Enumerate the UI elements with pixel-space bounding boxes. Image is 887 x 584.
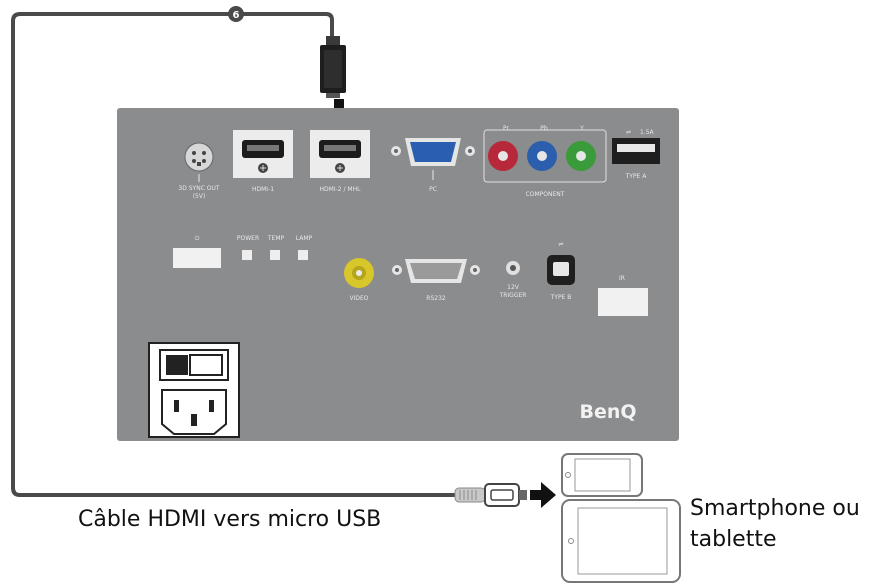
usb-current-label: 1.5A: [640, 129, 655, 136]
hdmi1-label: HDMI-1: [252, 186, 274, 193]
rs232-label: RS232: [426, 295, 446, 302]
ir-receiver: IR: [598, 275, 648, 316]
video-label: VIDEO: [349, 295, 368, 302]
device-caption-line2: tablette: [690, 527, 777, 552]
hdmi2-label: HDMI-2 / MHL: [320, 186, 362, 193]
video-port: VIDEO: [344, 258, 374, 302]
power-button: ⏻: [173, 235, 221, 268]
usb-typeb-port: ⇌ TYPE B: [547, 241, 575, 301]
hdmi-cable: [11, 12, 460, 497]
cable-caption: Câble HDMI vers micro USB: [78, 507, 382, 532]
status-leds: POWER TEMP LAMP: [237, 235, 313, 260]
power-led-label: POWER: [237, 235, 259, 242]
component-pb-label: Pb: [540, 125, 548, 132]
brand-logo: BenQ: [579, 401, 636, 423]
trigger-volt-label: 12V: [507, 284, 520, 291]
sync-out-label: 3D SYNC OUT: [178, 185, 220, 192]
component-ports: Pr Pb Y COMPONENT: [483, 125, 607, 198]
trigger-port: 12V TRIGGER: [499, 261, 527, 299]
rs232-port: RS232: [392, 259, 480, 302]
tablet: [561, 499, 681, 583]
pc-vga-port: PC: [391, 138, 475, 193]
hdmi-plug: [320, 36, 346, 98]
usb-icon-top: ⇌: [626, 129, 631, 136]
ac-power-inlet: [148, 342, 240, 438]
usb-typea-port: ⇌ 1.5A TYPE A: [612, 129, 660, 180]
hdmi2-mhl-port: HDMI-2 / MHL: [310, 130, 370, 193]
smartphone: [561, 453, 643, 497]
trigger-label: TRIGGER: [499, 292, 527, 299]
svg-text:⏻: ⏻: [195, 235, 200, 242]
lamp-led-label: LAMP: [296, 235, 313, 242]
usb-typea-label: TYPE A: [625, 173, 648, 180]
hdmi1-port: HDMI-1: [233, 130, 293, 193]
callout-number: 6: [233, 10, 240, 21]
pc-label: PC: [429, 186, 437, 193]
callout-badge: 6: [228, 6, 244, 22]
insert-arrow-right: [530, 482, 556, 508]
micro-usb-plug: [454, 483, 527, 507]
ir-label: IR: [619, 275, 625, 282]
sync-out-port: 3D SYNC OUT (5V): [178, 142, 220, 200]
temp-led-label: TEMP: [267, 235, 285, 242]
component-y-label: Y: [579, 125, 584, 132]
device-caption-line1: Smartphone ou: [690, 496, 860, 521]
svg-text:⇌: ⇌: [558, 241, 563, 248]
sync-out-volt-label: (5V): [193, 193, 206, 200]
component-pr-label: Pr: [503, 125, 510, 132]
usb-typeb-label: TYPE B: [550, 294, 572, 301]
component-label: COMPONENT: [526, 191, 565, 198]
projector-rear-panel: 3D SYNC OUT (5V) HDMI-1 HDMI-2 / MHL: [117, 108, 679, 441]
